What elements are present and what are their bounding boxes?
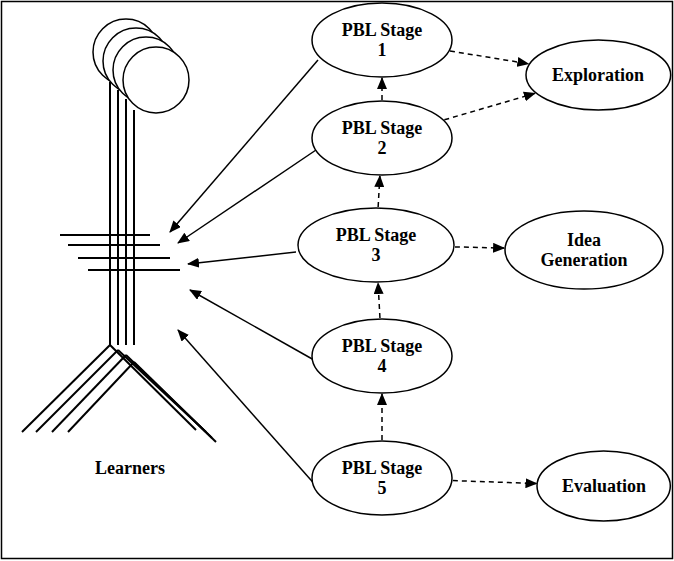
ellipse-node: PBL Stage 1 <box>311 2 453 78</box>
node-label: PBL Stage 1 <box>338 20 426 60</box>
node-label: PBL Stage 2 <box>338 118 426 158</box>
learner-arrows <box>170 60 318 488</box>
node-label: Idea Generation <box>534 230 634 270</box>
node-label: PBL Stage 3 <box>332 225 420 265</box>
ellipse-node: PBL Stage 5 <box>311 440 453 516</box>
dashed-arrow <box>455 247 504 248</box>
node-label: PBL Stage 4 <box>338 336 426 376</box>
ellipse-node: Idea Generation <box>504 210 664 290</box>
ellipse-node: PBL Stage 3 <box>297 207 455 283</box>
node-label: PBL Stage 5 <box>338 458 426 498</box>
dashed-arrow <box>450 51 528 64</box>
dashed-arrow <box>381 78 383 100</box>
node-label: Evaluation <box>562 476 646 496</box>
learner-heads <box>93 19 189 113</box>
figure-label: Learners <box>95 458 165 479</box>
dashed-arrow <box>444 93 535 119</box>
dashed-arrow <box>381 394 383 440</box>
node-label: Exploration <box>552 65 644 85</box>
learner-bodies <box>22 82 216 442</box>
dashed-arrow <box>453 481 537 484</box>
ellipse-node: PBL Stage 2 <box>311 100 453 176</box>
dashed-arrow <box>378 176 380 207</box>
ellipse-node: Exploration <box>525 39 672 111</box>
ellipse-node: PBL Stage 4 <box>311 318 453 394</box>
ellipse-node: Evaluation <box>536 450 671 522</box>
dashed-arrow <box>378 283 380 318</box>
